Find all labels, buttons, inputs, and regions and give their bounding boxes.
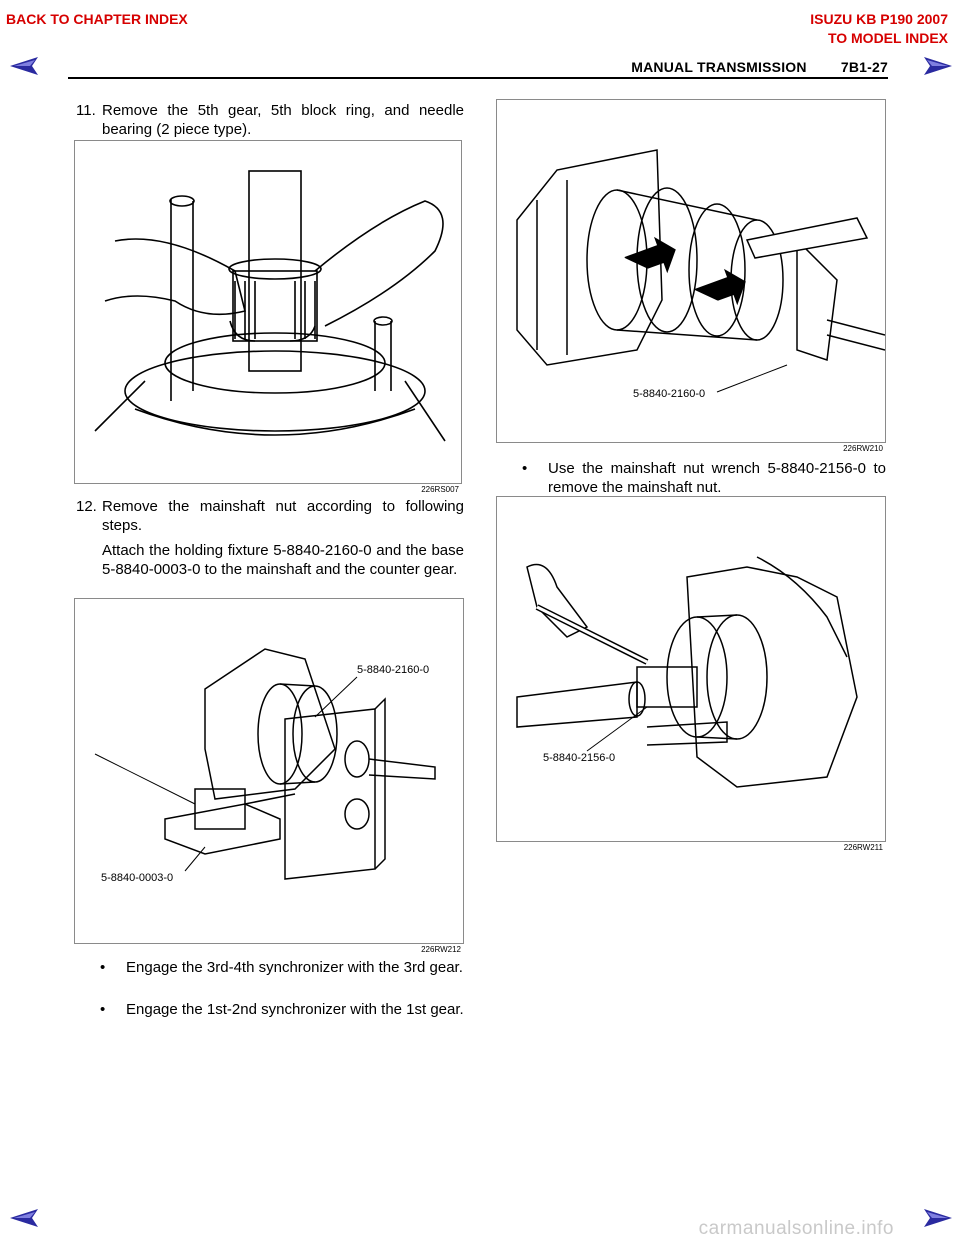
step-number: 11. (76, 102, 96, 119)
figure-226rw212: 5-8840-2160-0 5-8840-0003-0 226RW212 (74, 598, 464, 954)
tool-label: 5-8840-2156-0 (543, 752, 615, 764)
step-12: 12. Remove the mainshaft nut according t… (76, 497, 464, 579)
figure-code: 226RW210 (843, 444, 883, 453)
figure-226rs007: 226RS007 (74, 140, 462, 494)
step-text: Remove the mainshaft nut according to fo… (102, 498, 464, 534)
page-header: MANUAL TRANSMISSION 7B1-27 (631, 59, 888, 75)
watermark: carmanualsonline.info (698, 1218, 894, 1239)
step-number: 12. (76, 498, 97, 515)
tool-label: 5-8840-2160-0 (633, 388, 705, 400)
bullet-item: • Engage the 1st-2nd synchronizer with t… (100, 1001, 464, 1018)
illustration-holding-fixture: 5-8840-2160-0 5-8840-0003-0 (94, 648, 436, 884)
back-to-chapter-link[interactable]: BACK TO CHAPTER INDEX (6, 11, 188, 27)
figure-226rw211: 5-8840-2156-0 226RW211 (496, 496, 886, 852)
figure-code: 226RS007 (421, 485, 459, 494)
arrow-right-icon[interactable] (922, 56, 954, 76)
figure-code: 226RW211 (843, 843, 883, 852)
section-title: MANUAL TRANSMISSION (631, 59, 807, 75)
header-rule (68, 77, 888, 79)
illustration-mainshaft-nut-wrench: 5-8840-2156-0 (516, 556, 858, 788)
to-model-index-link[interactable]: TO MODEL INDEX (827, 30, 948, 46)
arrow-left-icon[interactable] (8, 56, 40, 76)
page-number: 7B1-27 (840, 59, 888, 75)
arrow-right-icon[interactable] (922, 1208, 954, 1228)
illustration-needle-bearing (94, 170, 446, 442)
bullet-item: • Use the mainshaft nut wrench 5-8840-21… (522, 460, 886, 496)
model-title-link[interactable]: ISUZU KB P190 2007 (810, 11, 948, 27)
figure-code: 226RW212 (421, 945, 461, 954)
figure-226rw210: 5-8840-2160-0 226RW210 (496, 99, 886, 453)
step-paragraph: Attach the holding fixture 5-8840-2160-0… (102, 542, 464, 578)
tool-label-2160: 5-8840-2160-0 (357, 664, 429, 676)
step-11: 11. Remove the 5th gear, 5th block ring,… (76, 101, 464, 139)
illustration-gear-removal: 5-8840-2160-0 (516, 149, 885, 400)
tool-label-0003: 5-8840-0003-0 (101, 872, 173, 884)
arrow-left-icon[interactable] (8, 1208, 40, 1228)
step-text: Remove the 5th gear, 5th block ring, and… (102, 102, 464, 138)
bullet-item: • Engage the 3rd-4th synchronizer with t… (100, 959, 463, 976)
